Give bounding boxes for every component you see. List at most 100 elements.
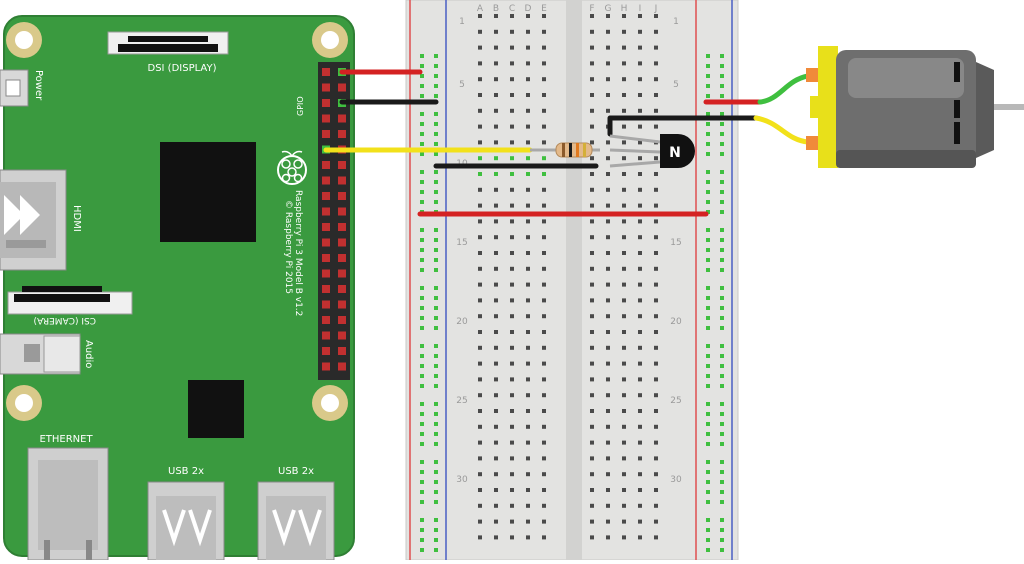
breadboard-hole: [654, 45, 658, 50]
breadboard-hole: [590, 203, 594, 208]
breadboard-hole: [510, 377, 514, 382]
breadboard-row-label: 30: [670, 475, 682, 485]
breadboard-hole: [542, 503, 546, 508]
raspberry-pi-board: DSI (DISPLAY) Power HDMI: [0, 15, 355, 561]
breadboard-hole: [654, 14, 658, 18]
breadboard-hole: [494, 424, 498, 429]
breadboard-hole: [526, 282, 530, 287]
rail-hole: [706, 74, 710, 78]
breadboard-hole: [638, 251, 642, 255]
breadboard-hole: [606, 314, 610, 319]
gpio-label: GPIO: [296, 96, 305, 116]
breadboard-hole: [638, 361, 642, 366]
breadboard-hole: [606, 377, 610, 382]
rail-hole: [420, 316, 424, 320]
breadboard-row-label: 15: [670, 238, 681, 248]
breadboard-hole: [638, 61, 642, 66]
rail-hole: [706, 518, 710, 522]
breadboard-hole: [494, 61, 498, 66]
breadboard-hole: [606, 77, 610, 82]
breadboard-column-label: G: [605, 4, 612, 14]
breadboard-column-label: J: [654, 4, 658, 14]
breadboard-hole: [606, 14, 610, 18]
breadboard-hole: [494, 251, 498, 255]
breadboard-hole: [622, 314, 626, 319]
center-channel: [566, 0, 582, 560]
breadboard-hole: [510, 108, 514, 113]
rail-hole: [706, 306, 710, 310]
rail-hole: [706, 412, 710, 416]
rail-hole: [434, 238, 438, 242]
breadboard-row-label: 5: [673, 80, 679, 90]
breadboard-hole: [654, 266, 658, 271]
rail-hole: [420, 432, 424, 436]
usb-port-left: [147, 481, 225, 561]
breadboard-hole: [494, 77, 498, 82]
rail-hole: [720, 132, 724, 136]
rail-hole: [434, 170, 438, 174]
breadboard-hole: [494, 519, 498, 524]
breadboard-hole: [478, 29, 482, 34]
breadboard-hole: [510, 393, 514, 398]
breadboard-row-label: 1: [673, 17, 679, 27]
rail-hole: [706, 238, 710, 242]
breadboard-hole: [606, 440, 610, 445]
breadboard-hole: [526, 251, 530, 255]
breadboard-hole: [638, 298, 642, 303]
rail-hole: [706, 432, 710, 436]
rail-hole: [720, 442, 724, 446]
breadboard-hole: [654, 377, 658, 382]
rail-hole: [420, 238, 424, 242]
transistor-label: N: [669, 145, 681, 161]
rail-hole: [420, 528, 424, 532]
rail-hole: [720, 268, 724, 272]
rail-hole: [720, 64, 724, 68]
rail-hole: [420, 190, 424, 194]
rail-hole: [434, 286, 438, 290]
breadboard-hole: [654, 456, 658, 461]
breadboard-hole: [590, 503, 594, 508]
breadboard-hole: [542, 298, 546, 303]
breadboard-hole: [606, 45, 610, 50]
rail-hole: [434, 326, 438, 330]
rail-hole: [706, 122, 710, 126]
breadboard-hole: [590, 266, 594, 271]
breadboard-hole: [638, 456, 642, 461]
rail-hole: [720, 412, 724, 416]
breadboard-hole: [590, 93, 594, 97]
breadboard-hole: [494, 156, 498, 161]
breadboard-hole: [494, 377, 498, 382]
breadboard-hole: [494, 219, 498, 224]
resistor-band: [569, 143, 572, 157]
breadboard-hole: [542, 314, 546, 319]
breadboard-hole: [622, 172, 626, 176]
breadboard-hole: [622, 330, 626, 334]
breadboard-hole: [654, 282, 658, 287]
breadboard-hole: [510, 219, 514, 224]
breadboard-hole: [638, 203, 642, 208]
board-copyright-label: © Raspberry Pi 2015: [283, 200, 293, 294]
rail-hole: [420, 344, 424, 348]
rail-hole: [706, 364, 710, 368]
breadboard-hole: [478, 187, 482, 192]
breadboard-hole: [622, 124, 626, 129]
breadboard-hole: [494, 472, 498, 477]
breadboard-hole: [526, 298, 530, 303]
rail-hole: [420, 248, 424, 252]
breadboard-hole: [542, 219, 546, 224]
breadboard-hole: [478, 456, 482, 461]
breadboard-column-label: B: [493, 4, 499, 14]
rail-hole: [706, 180, 710, 184]
breadboard-hole: [622, 251, 626, 255]
rail-hole: [706, 374, 710, 378]
breadboard-hole: [606, 187, 610, 192]
breadboard-hole: [638, 377, 642, 382]
breadboard-hole: [590, 156, 594, 161]
breadboard-hole: [606, 298, 610, 303]
breadboard-hole: [622, 409, 626, 413]
rail-hole: [420, 74, 424, 78]
breadboard-hole: [590, 361, 594, 366]
breadboard-hole: [542, 519, 546, 524]
breadboard-hole: [622, 519, 626, 524]
gpio-pin: [322, 347, 330, 355]
